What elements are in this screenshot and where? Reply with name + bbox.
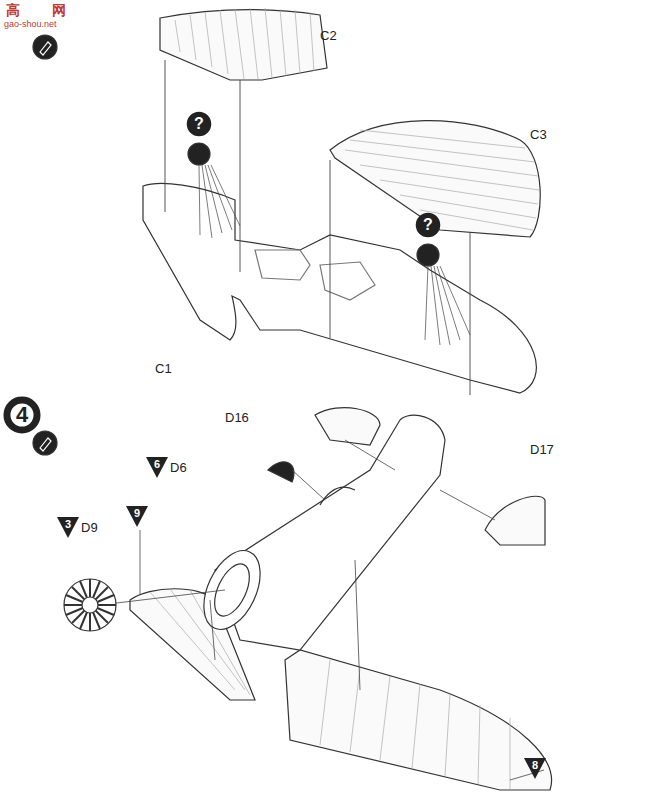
callout-triangle: 3 <box>57 517 79 538</box>
watermark: 高 <box>6 3 20 17</box>
callout-number: 3 <box>65 519 71 530</box>
callout-triangle: 6 <box>146 457 168 478</box>
part-name: C2 <box>320 29 337 42</box>
callout-number: 9 <box>134 508 140 519</box>
wing-part <box>160 10 327 80</box>
callout-triangle: 8 <box>524 758 546 779</box>
callout-number: 6 <box>154 459 160 470</box>
node-text: ? <box>423 217 433 233</box>
part-name: D6 <box>170 461 187 474</box>
part-name: C3 <box>530 128 547 141</box>
callout-triangle: 9 <box>126 506 148 527</box>
watermark: 网 <box>52 3 66 17</box>
question-mark-icon: ? <box>187 112 211 136</box>
part-name: D16 <box>225 411 249 424</box>
part-name: D17 <box>530 443 554 456</box>
watermark: gao-shou.net <box>4 20 57 29</box>
part-name: D9 <box>81 521 98 534</box>
node-text: 4 <box>16 404 28 426</box>
question-mark-icon: ? <box>416 213 440 237</box>
part-name: C1 <box>155 362 172 375</box>
lower-wing <box>143 184 536 393</box>
step-number: 4 <box>6 399 38 431</box>
wing-part <box>330 121 540 237</box>
node-text: ? <box>194 116 204 132</box>
callout-number: 8 <box>532 760 538 771</box>
